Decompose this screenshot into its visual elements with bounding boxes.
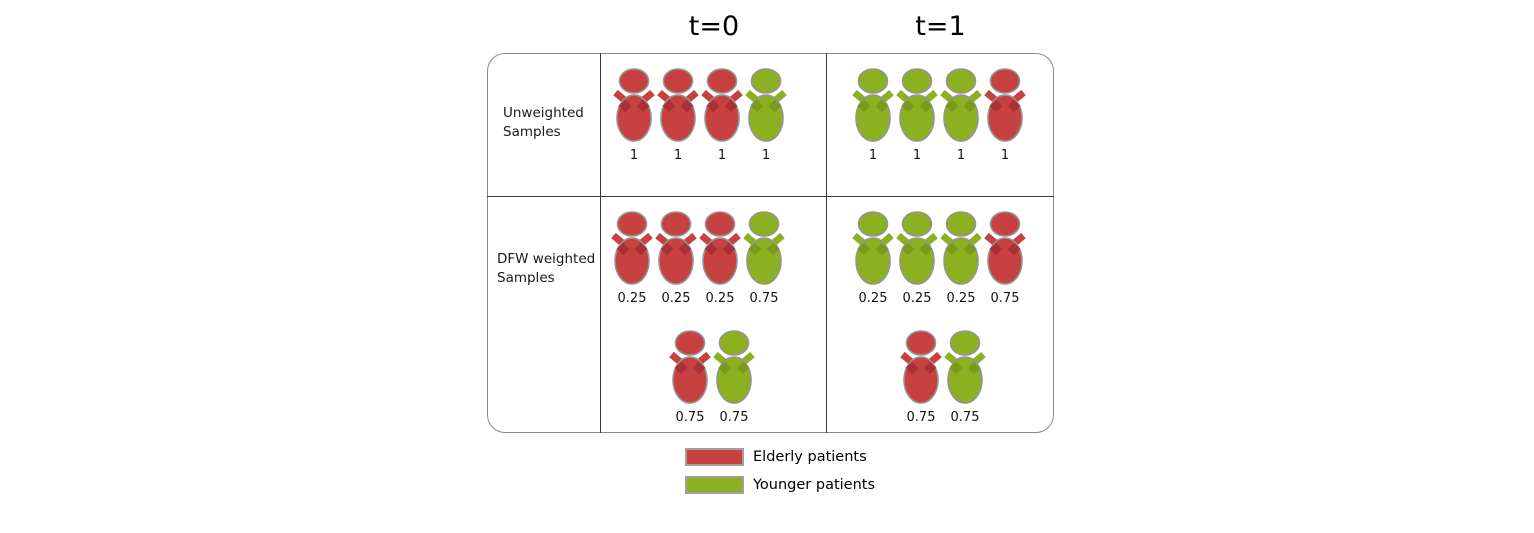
- legend-item-younger: Younger patients: [685, 475, 875, 495]
- people-group-unweighted-t1: 1 1 1 1: [851, 68, 1027, 164]
- person-weight-label: 0.25: [661, 291, 691, 306]
- person-weight-label: 0.75: [719, 410, 749, 425]
- people-group-dfw-t1-extra: 0.75 0.75: [899, 330, 987, 426]
- legend-label: Younger patients: [753, 477, 876, 493]
- people-group-dfw-t1-main: 0.25 0.25 0.25 0.75: [851, 211, 1027, 307]
- person-elderly: 1: [612, 68, 656, 164]
- person-icon-younger: [895, 68, 939, 144]
- person-younger: 0.25: [939, 211, 983, 307]
- person-icon-younger: [744, 68, 788, 144]
- people-group-unweighted-t0: 1 1 1 1: [612, 68, 788, 164]
- person-younger: 0.75: [943, 330, 987, 426]
- person-icon-younger: [939, 68, 983, 144]
- person-weight-label: 0.25: [705, 291, 735, 306]
- grid-vertical-divider-labels: [600, 53, 601, 433]
- person-elderly: 1: [700, 68, 744, 164]
- row-label-unweighted: Unweighted Samples: [503, 104, 584, 142]
- person-icon-elderly: [700, 68, 744, 144]
- person-icon-elderly: [612, 68, 656, 144]
- person-elderly: 0.25: [610, 211, 654, 307]
- row-label-line: Samples: [497, 270, 555, 286]
- person-weight-label: 1: [629, 148, 639, 163]
- person-weight-label: 0.25: [946, 291, 976, 306]
- people-group-dfw-t0-main: 0.25 0.25 0.25 0.75: [610, 211, 786, 307]
- column-header-t0: t=0: [688, 11, 740, 42]
- person-icon-elderly: [654, 211, 698, 287]
- person-icon-younger: [939, 211, 983, 287]
- person-icon-younger: [851, 211, 895, 287]
- person-weight-label: 1: [868, 148, 878, 163]
- person-younger: 1: [744, 68, 788, 164]
- person-icon-elderly: [668, 330, 712, 406]
- person-younger: 0.25: [895, 211, 939, 307]
- person-younger: 0.25: [851, 211, 895, 307]
- person-icon-younger: [712, 330, 756, 406]
- grid-vertical-divider-columns: [826, 53, 827, 433]
- row-label-line: DFW weighted: [497, 251, 596, 267]
- grid-horizontal-divider-rows: [487, 196, 1054, 197]
- person-weight-label: 1: [912, 148, 922, 163]
- person-weight-label: 0.25: [858, 291, 888, 306]
- table-outline: [487, 53, 1054, 433]
- person-icon-younger: [742, 211, 786, 287]
- person-elderly: 0.25: [654, 211, 698, 307]
- person-weight-label: 1: [717, 148, 727, 163]
- person-elderly: 0.75: [899, 330, 943, 426]
- person-icon-elderly: [983, 68, 1027, 144]
- person-weight-label: 0.25: [617, 291, 647, 306]
- people-group-dfw-t0-extra: 0.75 0.75: [668, 330, 756, 426]
- person-weight-label: 0.75: [906, 410, 936, 425]
- person-elderly: 0.75: [668, 330, 712, 426]
- person-elderly: 0.75: [983, 211, 1027, 307]
- person-icon-elderly: [698, 211, 742, 287]
- row-label-line: Unweighted: [503, 105, 584, 121]
- person-elderly: 0.25: [698, 211, 742, 307]
- person-elderly: 1: [983, 68, 1027, 164]
- person-icon-elderly: [899, 330, 943, 406]
- person-icon-elderly: [656, 68, 700, 144]
- person-weight-label: 0.25: [902, 291, 932, 306]
- person-younger: 0.75: [742, 211, 786, 307]
- person-icon-elderly: [983, 211, 1027, 287]
- person-weight-label: 0.75: [950, 410, 980, 425]
- person-icon-elderly: [610, 211, 654, 287]
- person-younger: 0.75: [712, 330, 756, 426]
- legend: Elderly patients Younger patients: [685, 447, 875, 503]
- person-weight-label: 1: [1000, 148, 1010, 163]
- elderly-color-swatch: [685, 448, 744, 466]
- person-weight-label: 0.75: [675, 410, 705, 425]
- row-label-line: Samples: [503, 124, 561, 140]
- person-weight-label: 1: [673, 148, 683, 163]
- person-weight-label: 0.75: [990, 291, 1020, 306]
- person-weight-label: 1: [761, 148, 771, 163]
- person-younger: 1: [939, 68, 983, 164]
- column-header-t1: t=1: [915, 11, 966, 42]
- legend-item-elderly: Elderly patients: [685, 447, 875, 467]
- legend-label: Elderly patients: [753, 449, 867, 465]
- person-weight-label: 0.75: [749, 291, 779, 306]
- person-elderly: 1: [656, 68, 700, 164]
- person-icon-younger: [851, 68, 895, 144]
- younger-color-swatch: [685, 476, 744, 494]
- person-weight-label: 1: [956, 148, 966, 163]
- person-younger: 1: [895, 68, 939, 164]
- row-label-dfw-weighted: DFW weighted Samples: [497, 250, 595, 288]
- person-icon-younger: [943, 330, 987, 406]
- person-younger: 1: [851, 68, 895, 164]
- person-icon-younger: [895, 211, 939, 287]
